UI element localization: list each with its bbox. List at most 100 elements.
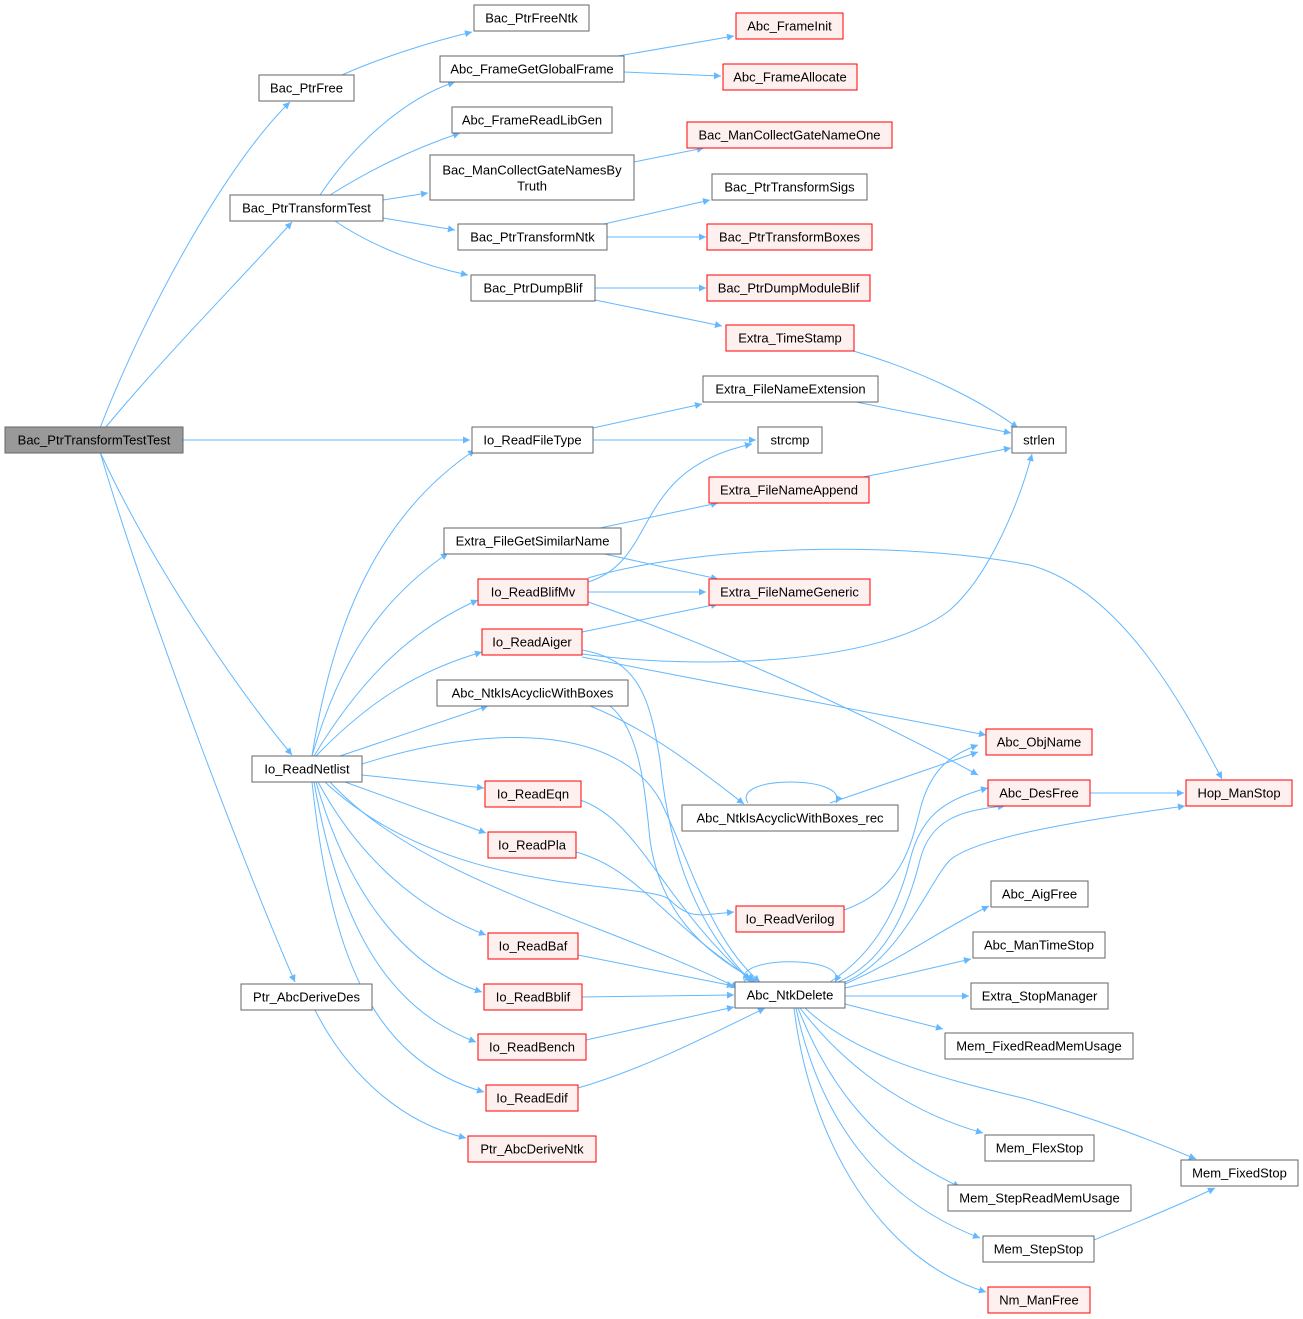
graph-node-mem-stepstop[interactable]: Mem_StepStop [982,1235,1095,1263]
edge [311,781,485,1094]
graph-node-bac-ptrtransformboxes[interactable]: Bac_PtrTransformBoxes [706,223,873,251]
graph-node-io-readbaf[interactable]: Io_ReadBaf [487,932,579,960]
node-label: Extra_FileNameExtension [715,382,865,397]
node-box [702,375,879,403]
graph-node-extra-filenamegeneric[interactable]: Extra_FileNameGeneric [708,578,871,606]
graph-node-bac-ptrtransformtest[interactable]: Bac_PtrTransformTest [229,194,384,222]
node-label: Io_ReadVerilog [746,912,835,927]
graph-node-mem-fixedreadmemusage[interactable]: Mem_FixedReadMemUsage [944,1032,1134,1060]
graph-node-abc-ntkisacyclicwithboxes[interactable]: Abc_NtkIsAcyclicWithBoxes [436,679,629,707]
graph-node-strlen[interactable]: strlen [1011,426,1067,454]
edge [844,905,990,985]
graph-node-abc-frameinit[interactable]: Abc_FrameInit [735,12,844,40]
graph-node-extra-stopmanager[interactable]: Extra_StopManager [970,982,1109,1010]
graph-node-abc-ntkisacyclicwithboxes-rec[interactable]: Abc_NtkIsAcyclicWithBoxes_rec [681,804,899,832]
graph-node-extra-filenameextension[interactable]: Extra_FileNameExtension [702,375,879,403]
node-box [982,1235,1095,1263]
edge [843,744,979,911]
node-box [984,1134,1095,1162]
node-label: Mem_StepReadMemUsage [959,1191,1119,1206]
edge [361,737,761,983]
graph-node-abc-desfree[interactable]: Abc_DesFree [987,779,1091,807]
graph-node-bac-ptrfree[interactable]: Bac_PtrFree [258,74,355,102]
node-box [725,324,855,352]
edge [844,1003,944,1031]
edge [587,442,753,583]
graph-node-extra-timestamp[interactable]: Extra_TimeStamp [725,324,855,352]
graph-node-io-readedif[interactable]: Io_ReadEdif [485,1084,579,1112]
graph-node-bac-ptrdumpblif[interactable]: Bac_PtrDumpBlif [470,274,596,302]
node-box [708,476,870,504]
graph-node-io-readverilog[interactable]: Io_ReadVerilog [735,905,845,933]
node-box [439,55,625,83]
graph-node-ptr-abcderiventk[interactable]: Ptr_AbcDeriveNtk [467,1135,597,1163]
graph-node-abc-aigfree[interactable]: Abc_AigFree [990,880,1089,908]
graph-node-bac-ptrdumpmoduleblif[interactable]: Bac_PtrDumpModuleBlif [706,274,871,302]
graph-node-strcmp[interactable]: strcmp [757,426,823,454]
node-label: Bac_PtrTransformTestTest [18,433,171,448]
edge [334,220,469,277]
graph-node-io-readeqn[interactable]: Io_ReadEqn [484,780,582,808]
graph-node-bac-ptrtransformsigs[interactable]: Bac_PtrTransformSigs [711,173,868,201]
node-label: Abc_NtkDelete [747,988,834,1003]
graph-node-abc-framegetglobalframe[interactable]: Abc_FrameGetGlobalFrame [439,55,625,83]
edge [581,656,987,738]
node-box [240,983,373,1011]
graph-node-abc-ntkdelete[interactable]: Abc_NtkDelete [734,981,846,1009]
edge [1093,1187,1216,1241]
edge [603,198,711,225]
graph-node-abc-mantimestop[interactable]: Abc_ManTimeStop [972,931,1106,959]
edge [581,991,735,999]
node-label: Io_ReadBlifMv [491,585,576,600]
node-box [483,983,583,1011]
graph-node-abc-frameallocate[interactable]: Abc_FrameAllocate [722,63,858,91]
graph-node-io-readfiletype[interactable]: Io_ReadFileType [471,426,594,454]
graph-node-io-readbench[interactable]: Io_ReadBench [477,1033,587,1061]
edge [317,781,487,936]
node-box [706,223,873,251]
graph-node-nm-manfree[interactable]: Nm_ManFree [987,1286,1091,1314]
node-label: Bac_PtrTransformBoxes [719,230,861,245]
edge [577,954,735,989]
graph-node-abc-framereadlibgen[interactable]: Abc_FrameReadLibGen [451,106,613,134]
edge [329,131,461,196]
graph-node-io-readaiger[interactable]: Io_ReadAiger [481,628,583,656]
node-box [471,426,594,454]
node-label: Abc_FrameReadLibGen [462,113,602,128]
graph-node-ptr-abcderivedes[interactable]: Ptr_AbcDeriveDes [240,983,373,1011]
graph-node-io-readbblif[interactable]: Io_ReadBblif [483,983,583,1011]
graph-node-extra-filegetsimilarname[interactable]: Extra_FileGetSimilarName [443,527,622,555]
node-box [686,121,893,149]
edge [315,650,483,757]
graph-node-bac-mancollectgatenameone[interactable]: Bac_ManCollectGateNameOne [686,121,893,149]
node-box [706,274,871,302]
node-label: Abc_NtkIsAcyclicWithBoxes_rec [696,811,884,826]
node-box [251,755,363,783]
edge [855,401,1012,436]
graph-node-mem-stepreadmemusage[interactable]: Mem_StepReadMemUsage [947,1184,1132,1212]
graph-node-mem-fixedstop[interactable]: Mem_FixedStop [1180,1159,1299,1187]
node-label: Io_ReadNetlist [264,762,350,777]
graph-node-bac-ptrfreentk[interactable]: Bac_PtrFreeNtk [473,4,590,32]
node-label: Abc_AigFree [1002,887,1077,902]
node-label: Io_ReadBaf [499,939,568,954]
graph-node-abc-objname[interactable]: Abc_ObjName [985,728,1093,756]
edge [799,1007,984,1135]
graph-node-io-readpla[interactable]: Io_ReadPla [487,831,577,859]
node-box [429,154,635,201]
edge [587,548,1223,780]
graph-node-extra-filenameappend[interactable]: Extra_FileNameAppend [708,476,870,504]
graph-node-hop-manstop[interactable]: Hop_ManStop [1185,779,1293,807]
edge [99,101,291,429]
graph-node-io-readblifmv[interactable]: Io_ReadBlifMv [477,578,589,606]
node-box [477,1033,587,1061]
node-label: Abc_FrameGetGlobalFrame [450,62,613,77]
node-box [481,628,583,656]
graph-node-io-readnetlist[interactable]: Io_ReadNetlist [251,755,363,783]
node-label: Abc_ManTimeStop [984,938,1094,953]
node-label: Extra_FileGetSimilarName [456,534,610,549]
graph-node-mem-flexstop[interactable]: Mem_FlexStop [984,1134,1095,1162]
graph-node-bac-ptrtransformntk[interactable]: Bac_PtrTransformNtk [457,223,608,251]
graph-node-bac-ptrtransformtesttest[interactable]: Bac_PtrTransformTestTest [4,426,184,454]
